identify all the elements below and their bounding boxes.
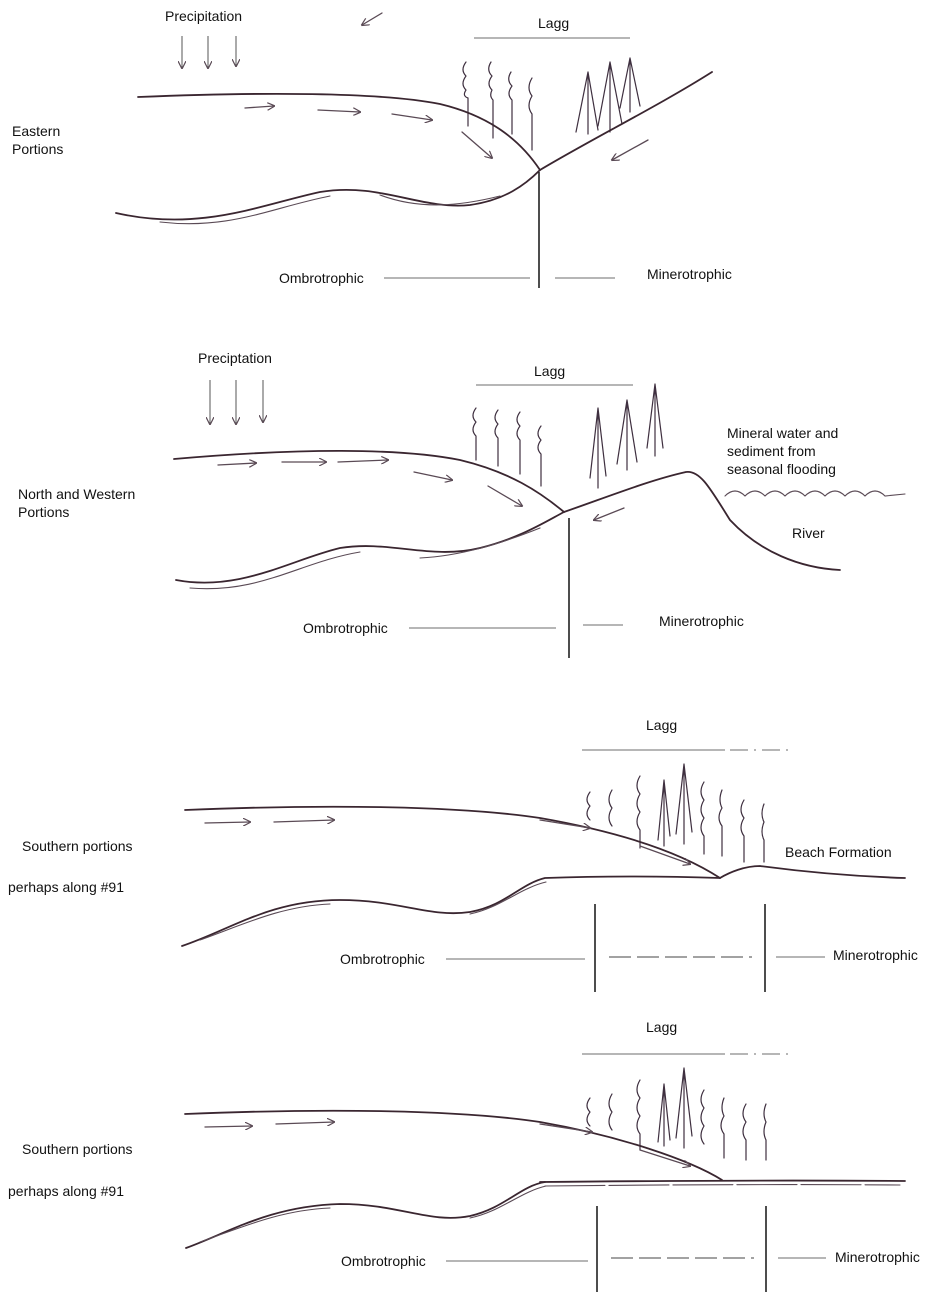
minerotrophic-label: Minerotrophic: [833, 947, 918, 963]
bog-surface-line: [185, 807, 720, 878]
trees: [587, 764, 764, 862]
peat-base-line: [116, 170, 540, 220]
wind-arrow: [362, 13, 382, 25]
mineral-slope-line: [564, 472, 840, 570]
lagg-label: Lagg: [538, 15, 569, 31]
side-label-secondary: perhaps along #91: [8, 1183, 124, 1199]
lagg-label: Lagg: [646, 1019, 677, 1035]
side-label: Southern portions: [22, 838, 133, 854]
trees: [587, 1068, 766, 1160]
bog-surface-line: [138, 94, 540, 170]
minerotrophic-label: Minerotrophic: [835, 1249, 920, 1265]
panel-north-western: Preciptation Lagg North and Western Port…: [18, 350, 905, 658]
ombrotrophic-label: Ombrotrophic: [341, 1253, 426, 1269]
panel-eastern: Precipitation Lagg Eastern Portions: [12, 8, 732, 288]
precipitation-arrows: [182, 36, 236, 68]
precipitation-label: Precipitation: [165, 8, 242, 24]
river-label: River: [792, 525, 825, 541]
flow-arrows: [205, 1122, 690, 1166]
bog-surface-line: [185, 1111, 722, 1180]
side-label: North and Western Portions: [18, 486, 139, 520]
minerotrophic-label: Minerotrophic: [659, 613, 744, 629]
lagg-label: Lagg: [534, 363, 565, 379]
flooding-annotation: Mineral water and sediment from seasonal…: [727, 425, 842, 477]
peat-base-line: [176, 512, 564, 583]
precipitation-arrows: [210, 380, 263, 424]
water-waves: [725, 491, 905, 496]
panel-southern-beach: Lagg Southern portions perhaps along #91…: [8, 717, 918, 992]
panel-southern-flat: Lagg Southern portions perhaps along #91: [8, 1019, 920, 1292]
trees: [463, 58, 640, 150]
beach-annotation: Beach Formation: [785, 844, 892, 860]
ombrotrophic-label: Ombrotrophic: [303, 620, 388, 636]
mineral-flat-line: [540, 1181, 905, 1182]
ombrotrophic-label: Ombrotrophic: [279, 270, 364, 286]
minerotrophic-label: Minerotrophic: [647, 266, 732, 282]
flow-arrows: [205, 820, 690, 864]
side-label-secondary: perhaps along #91: [8, 879, 124, 895]
peat-base-line: [182, 877, 720, 947]
side-label: Eastern Portions: [12, 123, 64, 157]
trees: [473, 384, 663, 488]
precipitation-label: Preciptation: [198, 350, 272, 366]
bog-surface-line: [174, 451, 564, 512]
side-label: Southern portions: [22, 1141, 133, 1157]
beach-ridge-line: [720, 866, 905, 878]
peat-base-line: [186, 1182, 545, 1248]
lagg-label: Lagg: [646, 717, 677, 733]
mineral-slope-line: [540, 72, 712, 170]
ombrotrophic-label: Ombrotrophic: [340, 951, 425, 967]
